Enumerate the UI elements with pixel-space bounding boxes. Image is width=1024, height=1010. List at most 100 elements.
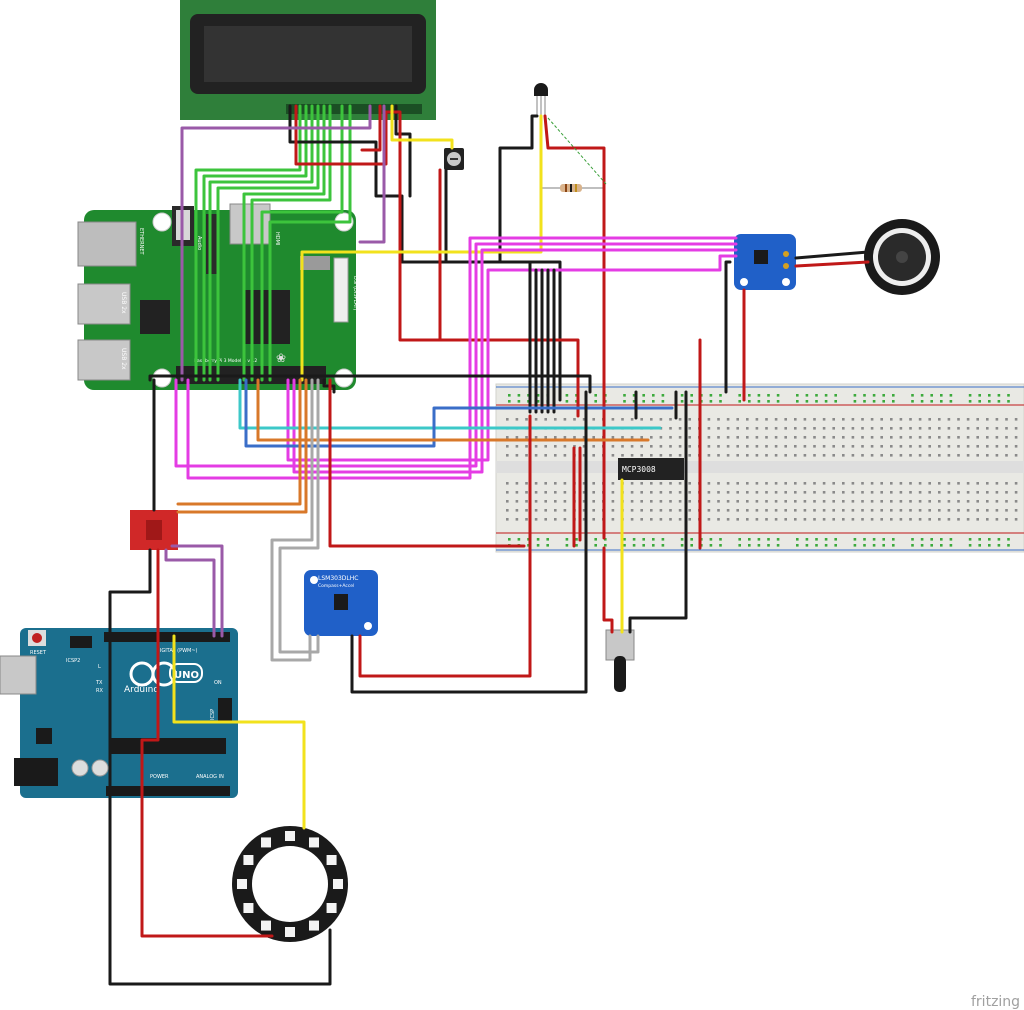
green-wire [208, 104, 314, 382]
lcd-pins [286, 104, 422, 114]
yellow-wire [300, 114, 543, 382]
black-wire [724, 260, 732, 394]
magenta-wire [286, 254, 738, 462]
analog-label: ANALOG IN [196, 774, 224, 780]
dc-jack [14, 758, 58, 786]
pi-model-label: Raspberry Pi 3 Model B v1.2 [194, 358, 257, 364]
digital-label: DIGITAL (PWM~) [156, 648, 198, 654]
usb-label-1: USB 2x [120, 292, 127, 314]
purple-wire [180, 104, 372, 382]
purple-wire [170, 544, 224, 638]
orange-wire [176, 378, 302, 506]
ratsnest-line [547, 117, 607, 185]
yellow-wire [172, 634, 306, 830]
neopixel-led [326, 855, 337, 865]
red-wire [360, 104, 382, 152]
neopixel-ring [232, 826, 348, 942]
lcd-display [180, 0, 436, 120]
usb-label-2: USB 2x [120, 348, 127, 370]
black-wire [148, 374, 592, 394]
neopixel-led [285, 927, 295, 937]
red-wire [328, 378, 526, 548]
orange-wire [256, 378, 650, 442]
green-wire [260, 104, 344, 382]
cyan-wire [238, 378, 662, 430]
arduino-model: UNO [174, 670, 199, 681]
black-wire [628, 390, 688, 634]
contrast-trimmer [444, 148, 464, 170]
usb-port-2 [77, 339, 131, 381]
black-wire [498, 114, 539, 264]
red-wire [543, 114, 606, 540]
imu-board: LSM303DLHC Compass+Accel [304, 570, 378, 636]
yellow-wire [390, 104, 454, 150]
hdmi-port [229, 203, 271, 245]
mcp3008-chip: MCP3008 [618, 458, 684, 480]
dsi-label: DSI (DISPLAY) [352, 276, 358, 311]
red-wire [794, 260, 870, 268]
red-wire [140, 548, 274, 938]
usb-b-connector [0, 655, 37, 695]
potentiometer [605, 629, 635, 692]
neopixel-leds [237, 831, 343, 937]
black-wire [350, 390, 588, 694]
breadboard [495, 383, 1024, 553]
ethernet-label: ETHERNET [138, 228, 144, 256]
wires [108, 104, 870, 986]
neopixel-led [309, 837, 319, 848]
neopixel-led [261, 920, 271, 931]
green-wire [242, 104, 326, 382]
reset-label: RESET [30, 650, 47, 656]
neopixel-led [326, 903, 337, 913]
red-wire [602, 546, 614, 634]
black-wire [794, 250, 870, 260]
orange-wire [176, 378, 308, 514]
raspberry-logo-icon: ❀ [276, 351, 286, 365]
red-wire [358, 414, 532, 678]
usb-port-1 [77, 283, 131, 325]
black-wire [108, 548, 332, 986]
neopixel-led [261, 837, 271, 848]
gray-wire [278, 378, 320, 654]
imu-title: LSM303DLHC [318, 575, 358, 582]
ethernet-port [77, 221, 137, 267]
speaker [864, 219, 940, 295]
neopixel-led [285, 831, 295, 841]
raspberry-pi: ETHERNET USB 2x USB 2x Audio HDMI DSI (D… [77, 203, 358, 390]
purple-wire [358, 104, 386, 244]
black-wire [394, 104, 412, 198]
green-wire [216, 104, 320, 382]
l-label: L [98, 664, 101, 670]
neopixel-led [243, 855, 254, 865]
fritzing-watermark: fritzing [971, 994, 1020, 1010]
neopixel-led [237, 879, 247, 889]
audio-amp-board [734, 234, 796, 290]
audio-label: Audio [196, 236, 202, 250]
blue-wire [244, 378, 674, 448]
on-label: ON [214, 680, 222, 686]
green-wire [194, 104, 302, 382]
hdmi-label: HDMI [274, 232, 280, 245]
arduino-uno: RESET ICSP2 Arduino UNO ON DIGITAL (PWM~… [0, 628, 238, 798]
rx-label: RX [96, 688, 103, 694]
level-shifter [130, 510, 178, 550]
purple-wire [164, 548, 216, 638]
neopixel-led [309, 920, 319, 931]
arduino-brand: Arduino [124, 685, 159, 695]
neopixel-led [333, 879, 343, 889]
neopixel-led [243, 903, 254, 913]
magenta-wire [186, 236, 738, 480]
power-label: POWER [150, 774, 169, 780]
imu-subtitle: Compass+Accel [318, 583, 354, 589]
icsp2-label: ICSP2 [66, 658, 80, 664]
resistor [540, 184, 604, 192]
icsp-label: ICSP [210, 709, 216, 720]
black-wire [288, 104, 562, 402]
temperature-sensor [534, 83, 548, 116]
green-wire [250, 104, 332, 382]
magenta-wire [174, 242, 738, 468]
gray-wire [270, 378, 314, 662]
tx-label: TX [95, 680, 103, 686]
mcp3008-label: MCP3008 [622, 465, 656, 474]
